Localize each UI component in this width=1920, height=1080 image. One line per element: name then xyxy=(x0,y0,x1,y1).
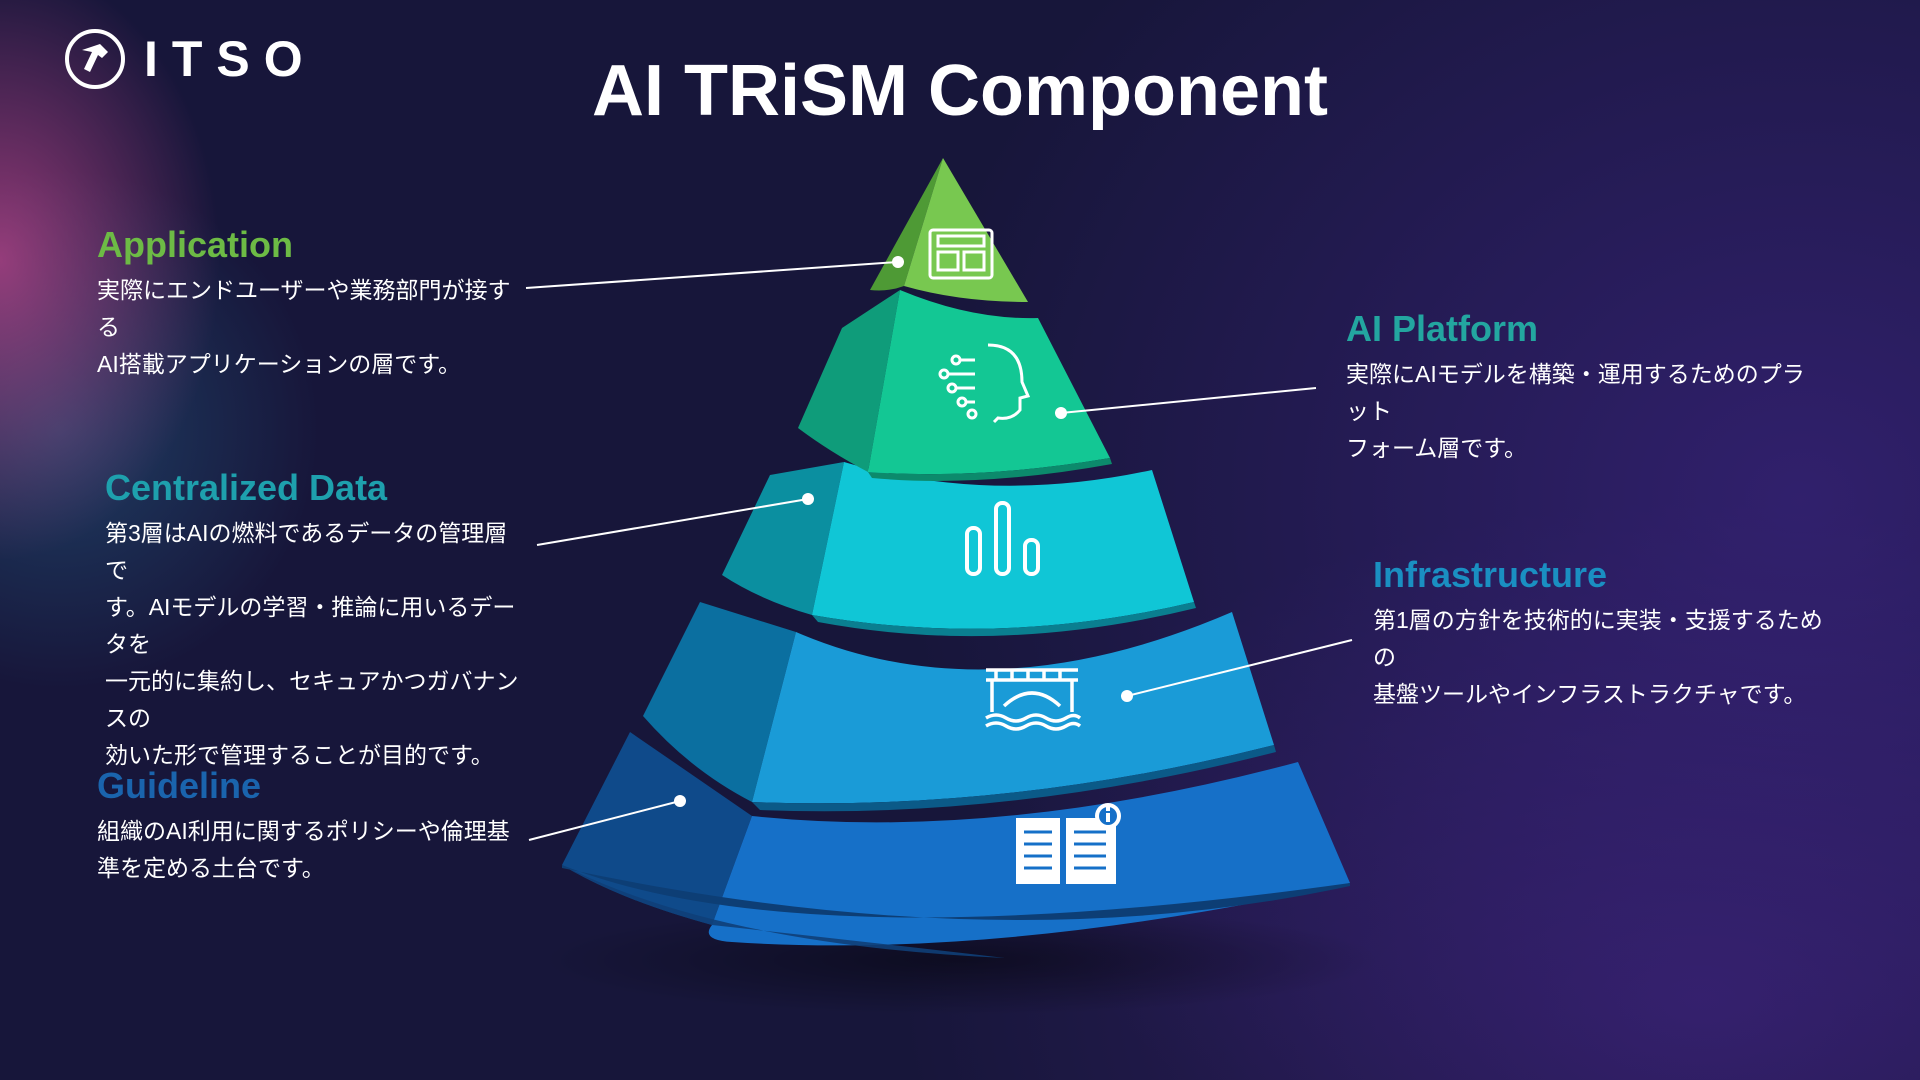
label-centralized-data: Centralized Data 第3層はAIの燃料であるデータの管理層で す。… xyxy=(105,467,525,774)
desc-ai-platform-line2: フォーム層です。 xyxy=(1346,435,1528,461)
desc-guideline-line1: 組織のAI利用に関するポリシーや倫理基 xyxy=(97,818,510,844)
desc-ai-platform-line1: 実際にAIモデルを構築・運用するためのプラット xyxy=(1346,361,1805,424)
label-application: Application 実際にエンドユーザーや業務部門が接する AI搭載アプリケ… xyxy=(97,224,517,383)
layer-infrastructure xyxy=(643,602,1276,812)
brand-name: ITSO xyxy=(144,31,317,87)
desc-application-line2: AI搭載アプリケーションの層です。 xyxy=(97,351,461,377)
page-title: AI TRiSM Component xyxy=(592,51,1328,131)
desc-centralized-data-line2: す。AIモデルの学習・推論に用いるデータを xyxy=(105,594,516,657)
open-book-info-icon xyxy=(1016,803,1121,884)
ai-head-circuit-icon xyxy=(938,343,1031,424)
connector-infrastructure xyxy=(1121,639,1353,702)
bar-chart-icon xyxy=(965,501,1040,576)
heading-ai-platform: AI Platform xyxy=(1346,308,1539,349)
connector-application xyxy=(525,256,904,289)
hammer-icon xyxy=(65,29,125,89)
heading-guideline: Guideline xyxy=(97,765,262,806)
desc-application-line1: 実際にエンドユーザーや業務部門が接する xyxy=(97,277,511,340)
connector-centralized-data xyxy=(536,493,814,546)
layer-ai-platform xyxy=(798,290,1112,481)
heading-centralized-data: Centralized Data xyxy=(105,467,388,508)
desc-infrastructure-line2: 基盤ツールやインフラストラクチャです。 xyxy=(1373,681,1807,707)
label-guideline: Guideline 組織のAI利用に関するポリシーや倫理基 準を定める土台です。 xyxy=(97,765,517,887)
application-window-icon xyxy=(928,228,994,280)
brand-logo: ITSO xyxy=(64,28,317,90)
desc-centralized-data-line1: 第3層はAIの燃料であるデータの管理層で xyxy=(105,520,508,583)
desc-infrastructure-line1: 第1層の方針を技術的に実装・支援するための xyxy=(1373,607,1823,670)
desc-guideline-line2: 準を定める土台です。 xyxy=(97,855,325,881)
bridge-icon xyxy=(985,668,1082,731)
connector-guideline xyxy=(528,795,686,841)
connector-ai-platform xyxy=(1055,387,1317,419)
label-infrastructure: Infrastructure 第1層の方針を技術的に実装・支援するための 基盤ツ… xyxy=(1373,554,1843,713)
heading-application: Application xyxy=(97,224,293,265)
label-ai-platform: AI Platform 実際にAIモデルを構築・運用するためのプラット フォーム… xyxy=(1346,308,1806,467)
layer-centralized-data xyxy=(722,462,1196,637)
desc-centralized-data-line3: 一元的に集約し、セキュアかつガバナンスの xyxy=(105,668,519,731)
heading-infrastructure: Infrastructure xyxy=(1373,554,1608,595)
desc-centralized-data-line4: 効いた形で管理することが目的です。 xyxy=(105,742,494,768)
